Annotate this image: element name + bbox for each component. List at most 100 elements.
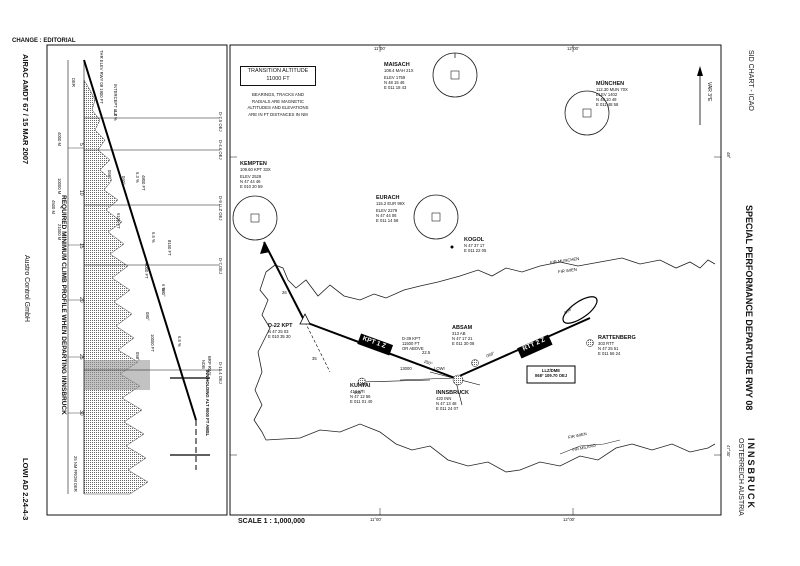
d39-name: D-39 KPT <box>402 336 421 341</box>
tick-5: 5 <box>78 143 84 146</box>
absam-lon: E 011 30 08 <box>452 341 475 346</box>
station-lat: N 47 44 06 <box>376 213 397 218</box>
magnetic-note: BEARINGS, TRACKS AND RADIALS ARE MAGNETI… <box>247 92 309 117</box>
tick-30: 30 <box>78 410 84 416</box>
absam-freq: 313 AB <box>452 331 466 336</box>
scale-label: SCALE 1 : 1,000,000 <box>238 518 305 525</box>
track-label: 080° <box>161 288 166 297</box>
d39-alt: 11500 FT <box>402 341 420 346</box>
grid-top-label: 12°00' <box>567 46 579 51</box>
station-freq: 115.2 EUR 99X <box>376 201 405 206</box>
station-freq: 108.4 MAH 21X <box>384 68 414 73</box>
kempten-info: KEMPTEN 109.60 KPT 33X ELEV 2529 N 47 44… <box>240 161 271 189</box>
x-axis-label: 25 NM FROM DER <box>73 456 78 492</box>
station-lon: E 011 18 43 <box>384 85 407 90</box>
eurach-vor-rose <box>413 194 459 240</box>
track-label: 058° <box>135 352 140 361</box>
d22-name: D-22 KPT <box>268 323 293 329</box>
llz-line1: LLZ/DME <box>541 368 561 373</box>
station-lat: N 48 15 46 <box>384 80 405 85</box>
fix-label: D-9 LLZ OEJ <box>218 196 223 221</box>
track-label: LOWI <box>434 366 445 371</box>
north-arrow-icon <box>697 66 703 125</box>
track-label: 080° <box>145 312 150 321</box>
distance-label: 4500 M <box>51 200 56 214</box>
station-name: KEMPTEN <box>240 161 267 167</box>
eurach-info: EURACH 115.2 EUR 99X ELEV 2279 N 47 44 0… <box>376 195 405 223</box>
absam-lat: N 47 17 21 <box>452 336 473 341</box>
grid-bottom-label: 12°00' <box>563 517 575 522</box>
llz-line2: 068° 109.70 OEJ <box>534 373 568 378</box>
kuhtai-freq: 413 KTI <box>350 389 365 394</box>
gradient-label: 6.5 % <box>177 336 182 347</box>
tick-10: 10 <box>78 190 84 196</box>
kogol-lat: N 47 37 17 <box>464 243 485 248</box>
grid-top-label: 11°00' <box>374 46 386 51</box>
climb-gradient-line <box>83 59 197 421</box>
kogol-lon: E 011 22 05 <box>464 248 487 253</box>
thr-elev-label: THR ELEV RWY 08 1900 FT <box>99 50 104 104</box>
station-freq: 109.60 KPT 33X <box>240 167 271 172</box>
tick-15: 15 <box>78 243 84 249</box>
climb-profile <box>67 59 220 495</box>
gradient-label: 6.3 % <box>135 172 140 183</box>
fix-label: D-15.4 OEJ <box>218 362 223 384</box>
kuhtai-lon: E 011 01 40 <box>350 399 373 404</box>
change-note: CHANGE : EDITORIAL <box>12 38 76 44</box>
fix-label: D-7.5 OEJ <box>218 112 223 132</box>
rtt-holding-pattern <box>562 296 598 324</box>
kuhtai-lat: N 47 12 56 <box>350 394 371 399</box>
kuhtai-name: KUHTAI <box>350 383 371 389</box>
absam-name: ABSAM <box>452 325 473 331</box>
fix-label: D-7 OEJ <box>218 258 223 275</box>
grid-bottom-label: 11°00' <box>370 517 382 522</box>
station-lon: E 011 48 58 <box>596 102 619 107</box>
absam-ndb <box>471 359 479 367</box>
distance-label: 4000 M <box>57 132 62 146</box>
rattenberg-lat: N 47 25 51 <box>598 346 619 351</box>
munchen-vor-rose <box>564 90 610 136</box>
innsbruck-ndb <box>452 374 464 386</box>
munchen-info: MÜNCHEN 112.30 MUN 70X ELEV 1402 N 48 10… <box>596 81 628 107</box>
gradient-label: 6.5 % <box>151 232 156 243</box>
innsbruck-lat: N 47 13 48 <box>436 401 457 406</box>
fir-boundary-north <box>265 257 716 301</box>
station-elev: ELEV 1402 <box>596 92 618 97</box>
rattenberg-info: RATTENBERG 303 RTT N 47 25 51 E 011 56 2… <box>598 335 636 356</box>
station-elev: ELEV 2529 <box>240 174 262 179</box>
kuhtai-info: KUHTAI 413 KTI N 47 12 56 E 011 01 40 <box>350 383 373 404</box>
kogol-fix <box>450 245 454 249</box>
track-label: 060° <box>121 176 126 185</box>
grid-side-label: 48° <box>726 152 731 159</box>
fir-boundary-west <box>253 271 271 441</box>
innsbruck-name: INNSBRUCK <box>436 390 469 396</box>
station-lon: E 011 14 58 <box>376 218 399 223</box>
rattenberg-ndb <box>586 339 594 347</box>
d22-kpt-fix <box>299 313 311 325</box>
route-number: 22.5 <box>422 350 431 355</box>
route-number: 26 <box>282 290 287 295</box>
intercept-label: INTERCEPT LLZ <box>113 84 118 117</box>
station-lon: E 010 20 59 <box>240 184 263 189</box>
grid-side-label: 47°30' <box>726 445 731 457</box>
d39-info: D-39 KPT 11500 FT OR ABOVE <box>402 336 424 351</box>
ndb-label: NDB <box>201 360 206 369</box>
tick-20: 20 <box>78 297 84 303</box>
d22-info: D-22 KPT N 47 25 03 E 010 35 30 <box>268 323 293 339</box>
holding-note: INN HOLDING ALT 9000 FT AMSL <box>205 370 210 437</box>
absam-info: ABSAM 313 AB N 47 17 21 E 011 30 08 <box>452 325 475 346</box>
maisach-info: MAISACH 108.4 MAH 21X ELEV 1759 N 48 15 … <box>384 62 414 90</box>
station-elev: ELEV 1759 <box>384 75 406 80</box>
transition-altitude-box: TRANSITION ALTITUDE 11000 FT <box>240 66 316 86</box>
altitude-label: 10000 FT <box>150 334 155 352</box>
fix-label: D-4.6 OEJ <box>218 140 223 160</box>
der-label: DER <box>71 78 76 87</box>
profile-frame <box>46 44 228 516</box>
tick-25: 25 <box>78 354 84 360</box>
altitude-label: 9000 FT <box>144 263 149 279</box>
rattenberg-freq: 303 RTT <box>598 341 615 346</box>
distance-label: 10000 M <box>57 178 62 195</box>
transition-line1: TRANSITION ALTITUDE <box>247 68 309 74</box>
track-label: 069° <box>354 390 363 395</box>
